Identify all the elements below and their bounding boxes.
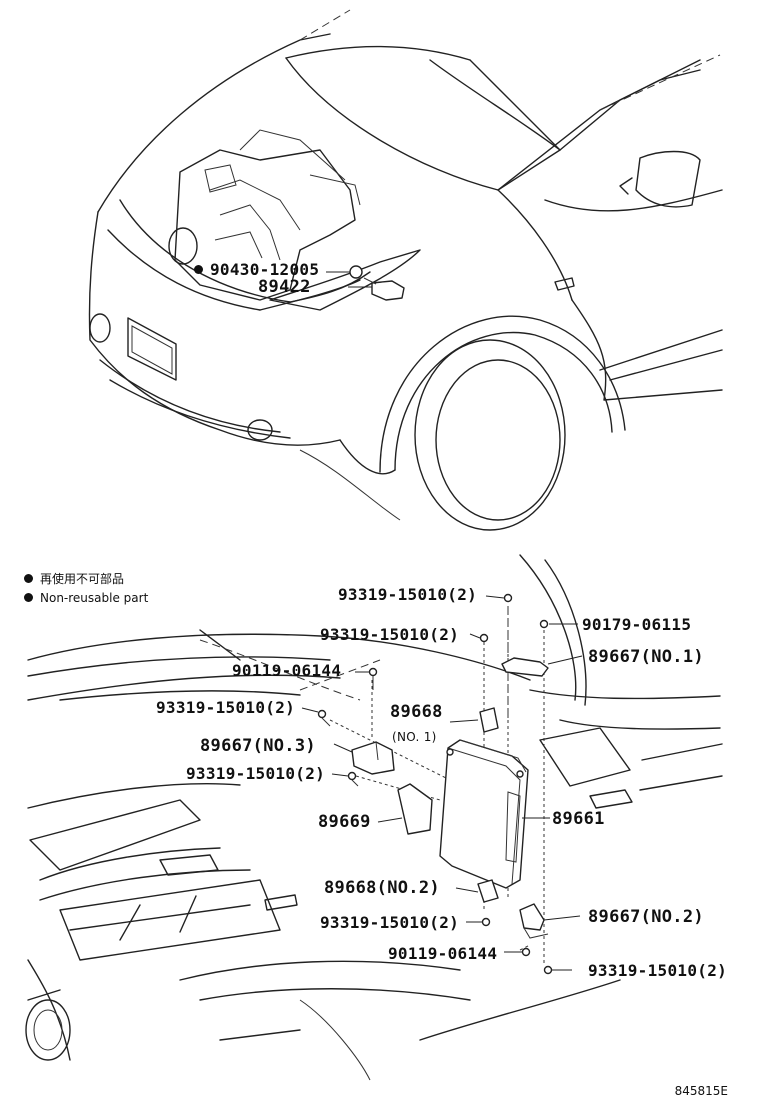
dashboard-illustration <box>25 554 723 1081</box>
ecu-label: 89661 <box>552 809 605 829</box>
bolt-bottom-label: 93319-15010(2) <box>320 913 460 932</box>
legend-en-text: Non-reusable part <box>40 591 149 605</box>
bolt-left-lower-label: 93319-15010(2) <box>186 764 326 783</box>
bracket-89668-no2-label: 89668(NO.2) <box>324 878 440 898</box>
car-front-illustration <box>88 9 723 531</box>
non-reusable-bullet-icon <box>194 265 203 274</box>
sensor-bolt-label: 90430-12005 <box>194 261 319 279</box>
bracket-no3-label: 89667(NO.3) <box>200 736 316 756</box>
legend-en: Non-reusable part <box>24 591 148 605</box>
screw-lower-label: 90119-06144 <box>388 944 498 963</box>
sensor-bolt-part-number: 90430-12005 <box>210 260 320 279</box>
bracket-no1-label: 89667(NO.1) <box>588 647 704 667</box>
bolt-top-label: 93319-15010(2) <box>338 585 478 604</box>
screw-upper-label: 90119-06144 <box>232 661 342 680</box>
bolt-bottom-right-label: 93319-15010(2) <box>588 961 728 980</box>
cover-label: 89669 <box>318 812 371 832</box>
bolt-second-label: 93319-15010(2) <box>320 625 460 644</box>
bolt-right-top-label: 90179-06115 <box>582 615 692 634</box>
legend-bullet-icon <box>24 574 33 583</box>
legend-jp-text: 再使用不可部品 <box>40 572 125 586</box>
bolt-left-label: 93319-15010(2) <box>156 698 296 717</box>
bracket-89668-sub-label: (NO. 1) <box>392 730 437 744</box>
legend-jp: 再使用不可部品 <box>24 572 124 586</box>
sensor-label: 89422 <box>258 277 311 297</box>
legend-bullet-icon <box>24 593 33 602</box>
bracket-89668-label: 89668 <box>390 702 443 722</box>
figure-code: 845815E <box>674 1084 728 1098</box>
bracket-no2-label: 89667(NO.2) <box>588 907 704 927</box>
